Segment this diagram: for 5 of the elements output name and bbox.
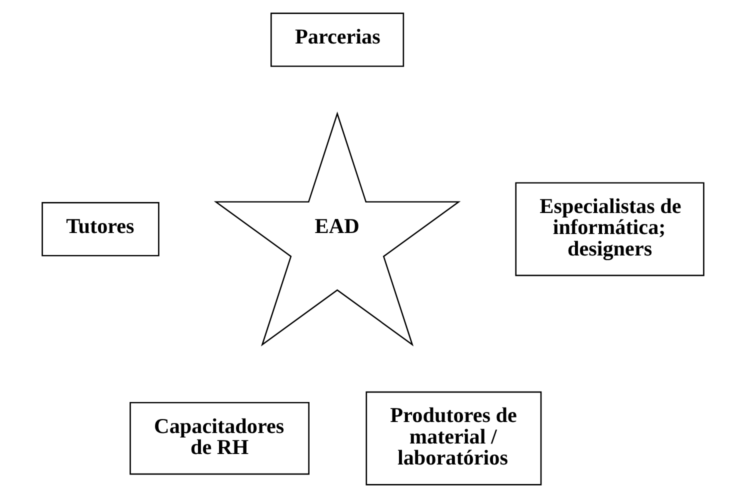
node-box: Parcerias	[270, 12, 404, 67]
node-box: Produtores de material / laboratórios	[366, 391, 542, 486]
node-box: Especialistas de informática; designers	[515, 182, 704, 276]
node-box: Tutores	[42, 202, 160, 256]
node-box: Capacitadores de RH	[130, 402, 310, 475]
